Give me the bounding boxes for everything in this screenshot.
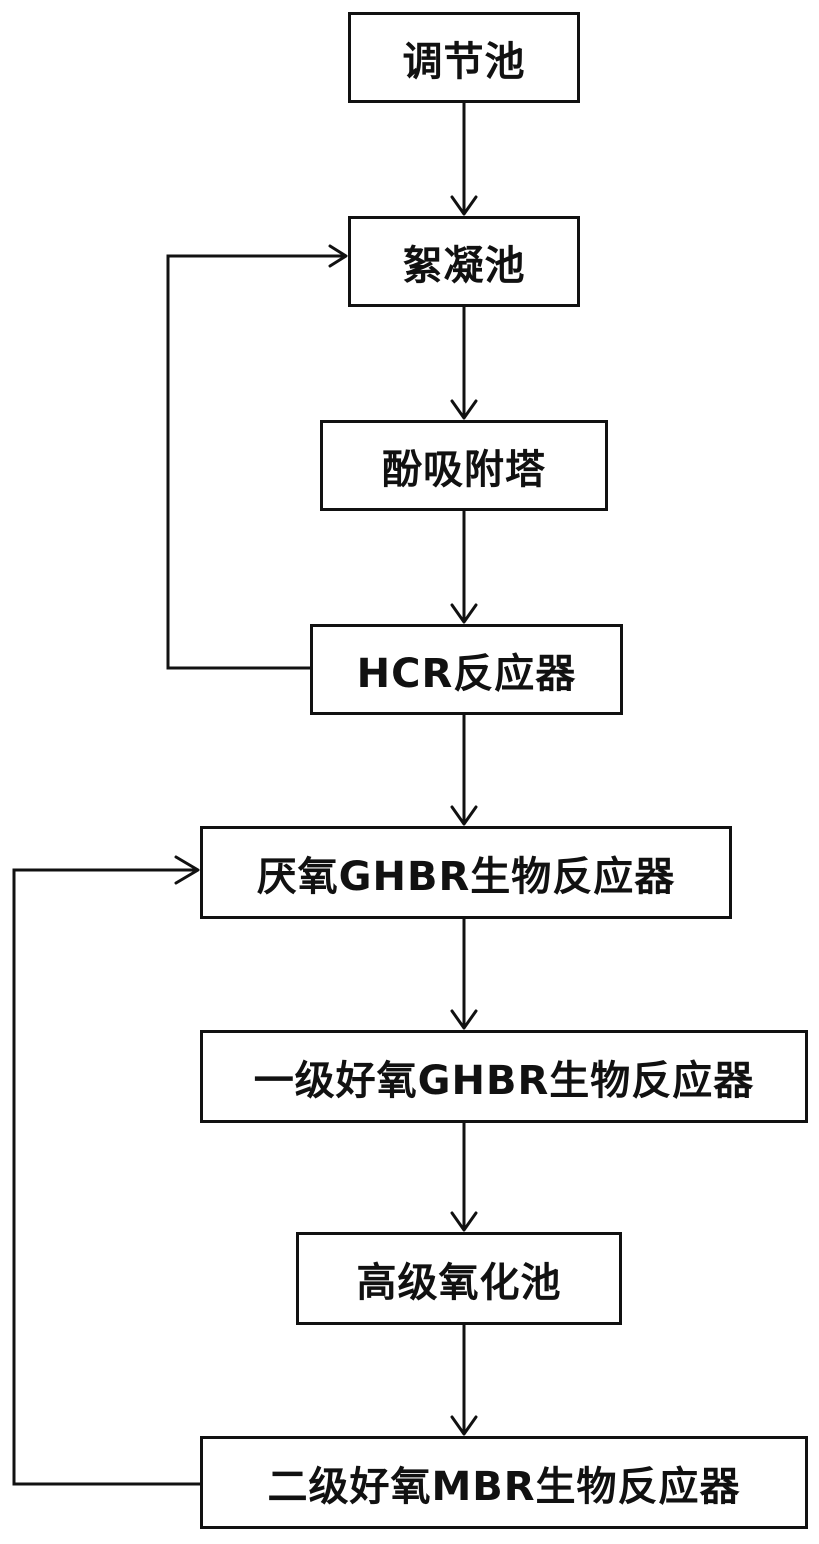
node-hcr-reactor: HCR反应器 xyxy=(310,624,623,715)
node-label: 絮凝池 xyxy=(402,242,526,289)
arrow-phenol-to-hcr xyxy=(450,511,478,624)
node-label: HCR反应器 xyxy=(356,650,577,697)
arrow-flocculation-to-phenol xyxy=(450,307,478,420)
feedback-hcr-to-flocculation xyxy=(166,244,348,670)
node-anaerobic-ghbr-bioreactor: 厌氧GHBR生物反应器 xyxy=(200,826,732,919)
node-primary-aerobic-ghbr-bioreactor: 一级好氧GHBR生物反应器 xyxy=(200,1030,808,1123)
node-label: 一级好氧GHBR生物反应器 xyxy=(253,1057,755,1104)
arrow-hcr-to-anaerobic xyxy=(450,715,478,826)
feedback-aerobic2-to-anaerobic xyxy=(12,855,200,1486)
node-label: 二级好氧MBR生物反应器 xyxy=(267,1463,741,1510)
node-secondary-aerobic-mbr-bioreactor: 二级好氧MBR生物反应器 xyxy=(200,1436,808,1529)
node-label: 高级氧化池 xyxy=(356,1259,562,1306)
node-advanced-oxidation-tank: 高级氧化池 xyxy=(296,1232,622,1325)
node-phenol-adsorption-tower: 酚吸附塔 xyxy=(320,420,608,511)
arrow-aerobic1-to-advanced xyxy=(450,1123,478,1232)
arrow-regulating-to-flocculation xyxy=(450,103,478,216)
node-regulating-tank: 调节池 xyxy=(348,12,580,103)
node-label: 调节池 xyxy=(402,38,526,85)
arrow-anaerobic-to-aerobic1 xyxy=(450,919,478,1030)
arrow-advanced-to-aerobic2 xyxy=(450,1325,478,1436)
node-label: 厌氧GHBR生物反应器 xyxy=(256,853,676,900)
node-flocculation-tank: 絮凝池 xyxy=(348,216,580,307)
node-label: 酚吸附塔 xyxy=(382,446,546,493)
